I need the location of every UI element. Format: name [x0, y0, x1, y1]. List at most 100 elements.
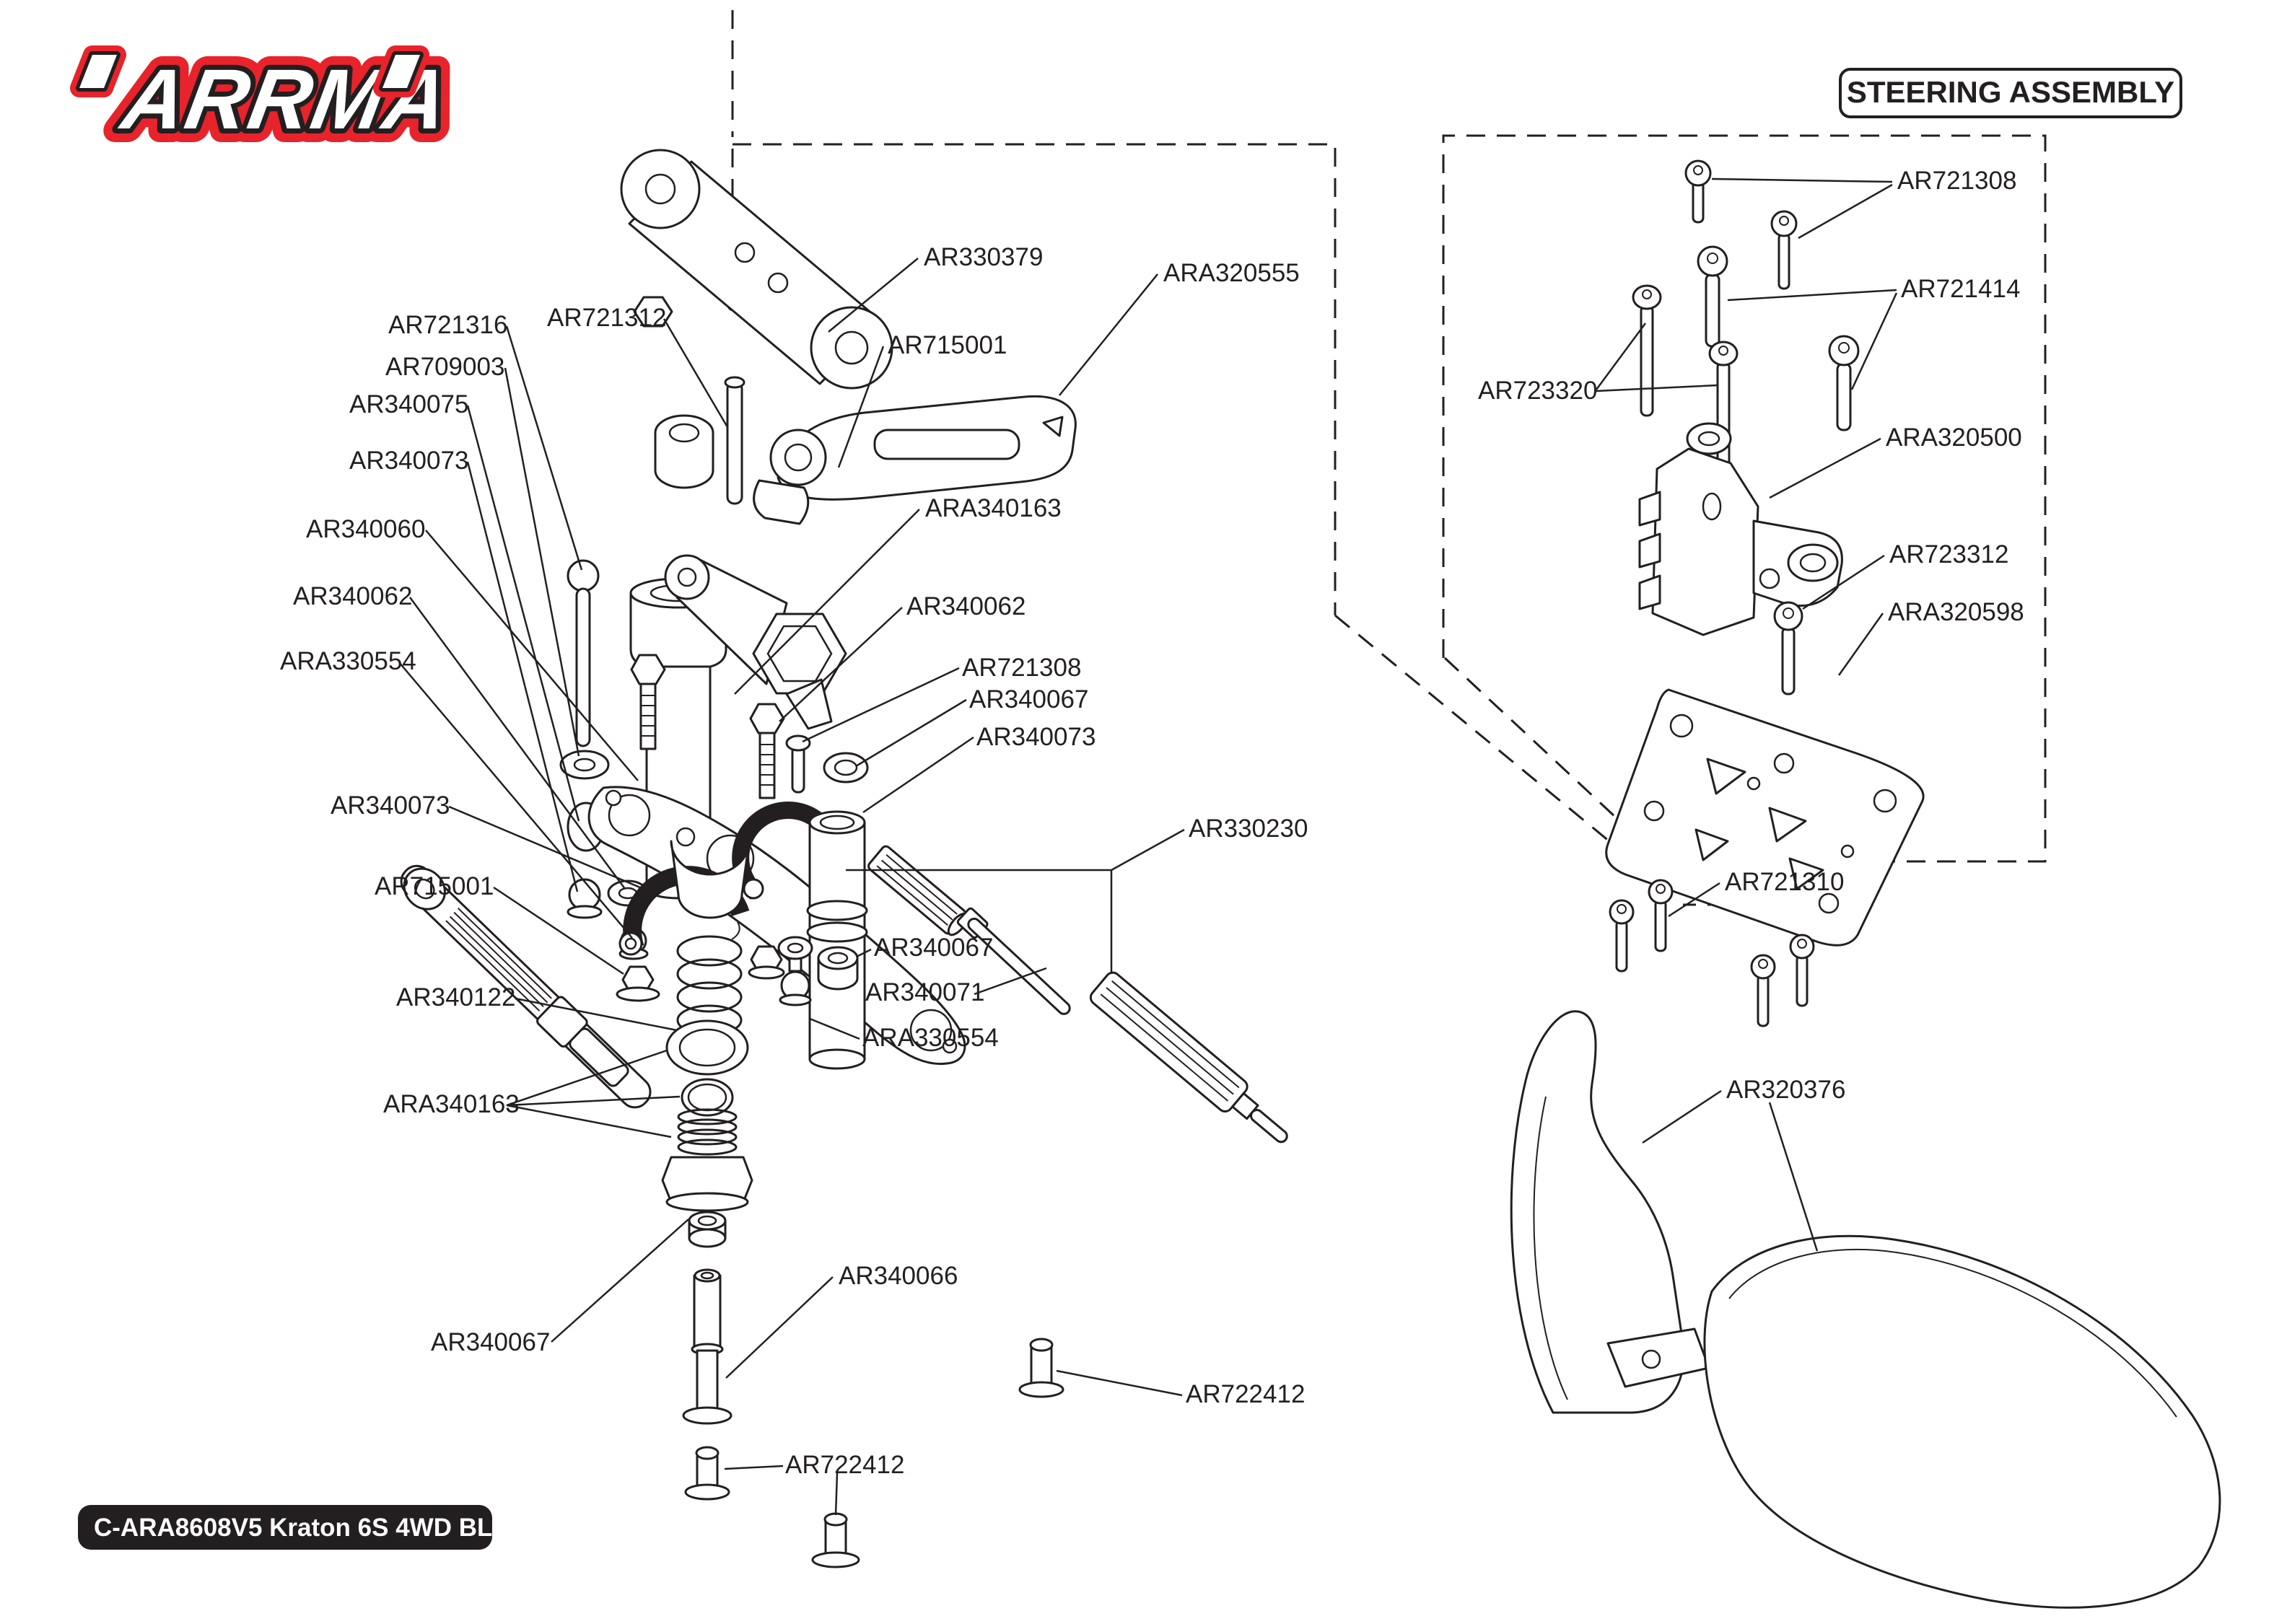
part-ar723312-screw-drawing [1773, 601, 1803, 695]
part-steering-post-lower-drawing [806, 810, 868, 1070]
leader-ar340067-mid [856, 948, 872, 958]
part-label-ara320555: ARA320555 [1163, 259, 1300, 287]
leader-ar715001-upper [837, 346, 885, 468]
part-ara330554-ball-stud-drawing [777, 936, 813, 1006]
part-label-ar340066: AR340066 [839, 1262, 958, 1290]
leader-ar340062-right [779, 607, 903, 722]
leader-ar320376 [1642, 1089, 1819, 1252]
leader-ar723320 [1595, 322, 1718, 392]
part-label-ar721310: AR721310 [1725, 868, 1844, 896]
leader-ar722412-right [1056, 1369, 1183, 1397]
arrma-logo-quote-right [373, 45, 429, 97]
leader-ara330554-left [398, 662, 633, 939]
part-ar340062-hex-bolts-drawing [630, 654, 785, 799]
part-ar721310-screws-drawing [1609, 879, 1815, 1027]
leader-ar709003 [504, 367, 580, 757]
part-ar340067-bushing-mid-drawing [817, 946, 859, 991]
leader-ar340071 [974, 967, 1047, 996]
leader-ar340067-bottom [551, 1219, 689, 1343]
leader-lines [398, 177, 1898, 1516]
arrma-logo: ARRMA ARRMA ARRMA [70, 38, 471, 161]
part-ara320555-servo-arm-drawing [753, 395, 1077, 525]
part-label-ar721312: AR721312 [547, 304, 666, 332]
leader-ar340067-upper [855, 698, 967, 768]
leader-ar722412-bottom [724, 1465, 839, 1516]
part-ar721312-screw-pin-drawing [724, 376, 745, 505]
part-label-ar723320: AR723320 [1478, 377, 1597, 405]
part-label-ar722412-bottom: AR722412 [785, 1451, 904, 1479]
part-label-ar340067-upper: AR340067 [969, 685, 1088, 714]
part-ar340067-bushing-bottom-drawing [688, 1211, 727, 1248]
part-label-ar723312: AR723312 [1889, 540, 2008, 569]
part-label-ara320598: ARA320598 [1888, 598, 2024, 626]
part-label-ar340060: AR340060 [306, 515, 425, 543]
part-ar709003-washer-drawing [559, 750, 610, 780]
leader-ara340163-lower [506, 1049, 681, 1138]
part-label-ar320376: AR320376 [1726, 1076, 1845, 1104]
footer-model-tag: C-ARA8608V5 Kraton 6S 4WD BLX 1/8 RTR [78, 1505, 611, 1550]
leader-ar340073-post [862, 736, 974, 814]
part-ar340073-ball-drawing [567, 878, 603, 919]
leader-ar721308-left [802, 667, 960, 743]
part-bellcrank-plate-drawing [587, 786, 966, 1066]
leader-ar721316 [505, 325, 583, 571]
part-ara320598-skid-plate-drawing [1605, 688, 1925, 947]
part-label-ara340163-lower: ARA340163 [383, 1090, 520, 1118]
part-nuts-mid-drawing [616, 945, 785, 1002]
part-label-ar340122: AR340122 [396, 983, 515, 1011]
part-label-ara340163-upper: ARA340163 [925, 494, 1062, 522]
part-label-ar721308-left: AR721308 [962, 654, 1081, 682]
part-label-ar722412-right: AR722412 [1186, 1380, 1305, 1408]
part-ar721308-small-screw-drawing [785, 734, 811, 794]
leader-ar330379 [828, 258, 919, 333]
part-ar320376-servo-guards-drawing [1510, 1010, 2221, 1609]
part-label-ar721308-right: AR721308 [1897, 167, 2016, 195]
part-label-ar340067-mid: AR340067 [874, 934, 993, 962]
part-ar330230-link-set-drawing [867, 845, 1288, 1144]
dashed-left-box [733, 143, 1337, 615]
part-ar721308-screws-right-drawing [1684, 159, 1798, 290]
part-label-ar330230: AR330230 [1189, 815, 1308, 843]
leader-ar340073-upper [466, 461, 579, 892]
part-label-ara330554-left: ARA330554 [280, 647, 416, 675]
part-label-ar715001-lower: AR715001 [375, 872, 494, 900]
leader-ar340075 [466, 405, 580, 822]
part-label-ar709003: AR709003 [385, 353, 504, 381]
part-label-ar715001-upper: AR715001 [888, 331, 1007, 359]
leader-ar340060 [425, 530, 639, 781]
leader-ar340073-clamp [448, 805, 651, 893]
part-ar721316-screw-drawing [567, 559, 600, 747]
title-box: STEERING ASSEMBLY [1839, 68, 2182, 118]
part-label-ara320500: ARA320500 [1886, 423, 2022, 452]
part-label-ar340067-bottom: AR340067 [431, 1328, 550, 1356]
part-label-ar340073-clamp: AR340073 [331, 791, 450, 820]
part-ar340060-servo-horn-drawing [664, 554, 847, 730]
leader-ar715001-lower [493, 886, 624, 975]
part-label-ar721414: AR721414 [1901, 275, 2020, 303]
leader-ar721414 [1727, 289, 1898, 390]
part-ara320500-servo-mount-drawing [1638, 422, 1843, 636]
part-label-ar340062-left: AR340062 [293, 582, 412, 610]
page-title: STEERING ASSEMBLY [1847, 75, 2174, 109]
leader-ar330230 [846, 828, 1185, 974]
part-label-ar340075: AR340075 [349, 390, 468, 418]
part-label-ar340062-right: AR340062 [906, 592, 1026, 620]
leader-ara320555 [1059, 273, 1158, 396]
leader-ar723312 [1802, 554, 1885, 610]
leader-ar340066 [725, 1276, 834, 1379]
part-ar330379-steering-brace-drawing [620, 149, 893, 390]
part-label-ar340073-upper: AR340073 [349, 447, 468, 475]
part-ar722412-screws-drawing [684, 1338, 1064, 1568]
leader-ara320598 [1837, 613, 1884, 676]
part-label-ar721316: AR721316 [388, 311, 507, 339]
part-label-ar330379: AR330379 [924, 243, 1043, 271]
part-label-ar340071: AR340071 [865, 978, 984, 1006]
callout-labels: AR330379 ARA320555 AR721316 AR721312 AR7… [280, 167, 2024, 1479]
leader-ar340062-left [408, 597, 626, 890]
footer-model-code: C-ARA8608V5 Kraton 6S 4WD BLX 1/8 RTR [94, 1514, 611, 1542]
part-ar340066-long-pin-drawing [682, 1268, 733, 1425]
part-ara340163-washer-oring-collet-drawing [661, 1019, 753, 1212]
leader-ar721310 [1668, 882, 1720, 918]
